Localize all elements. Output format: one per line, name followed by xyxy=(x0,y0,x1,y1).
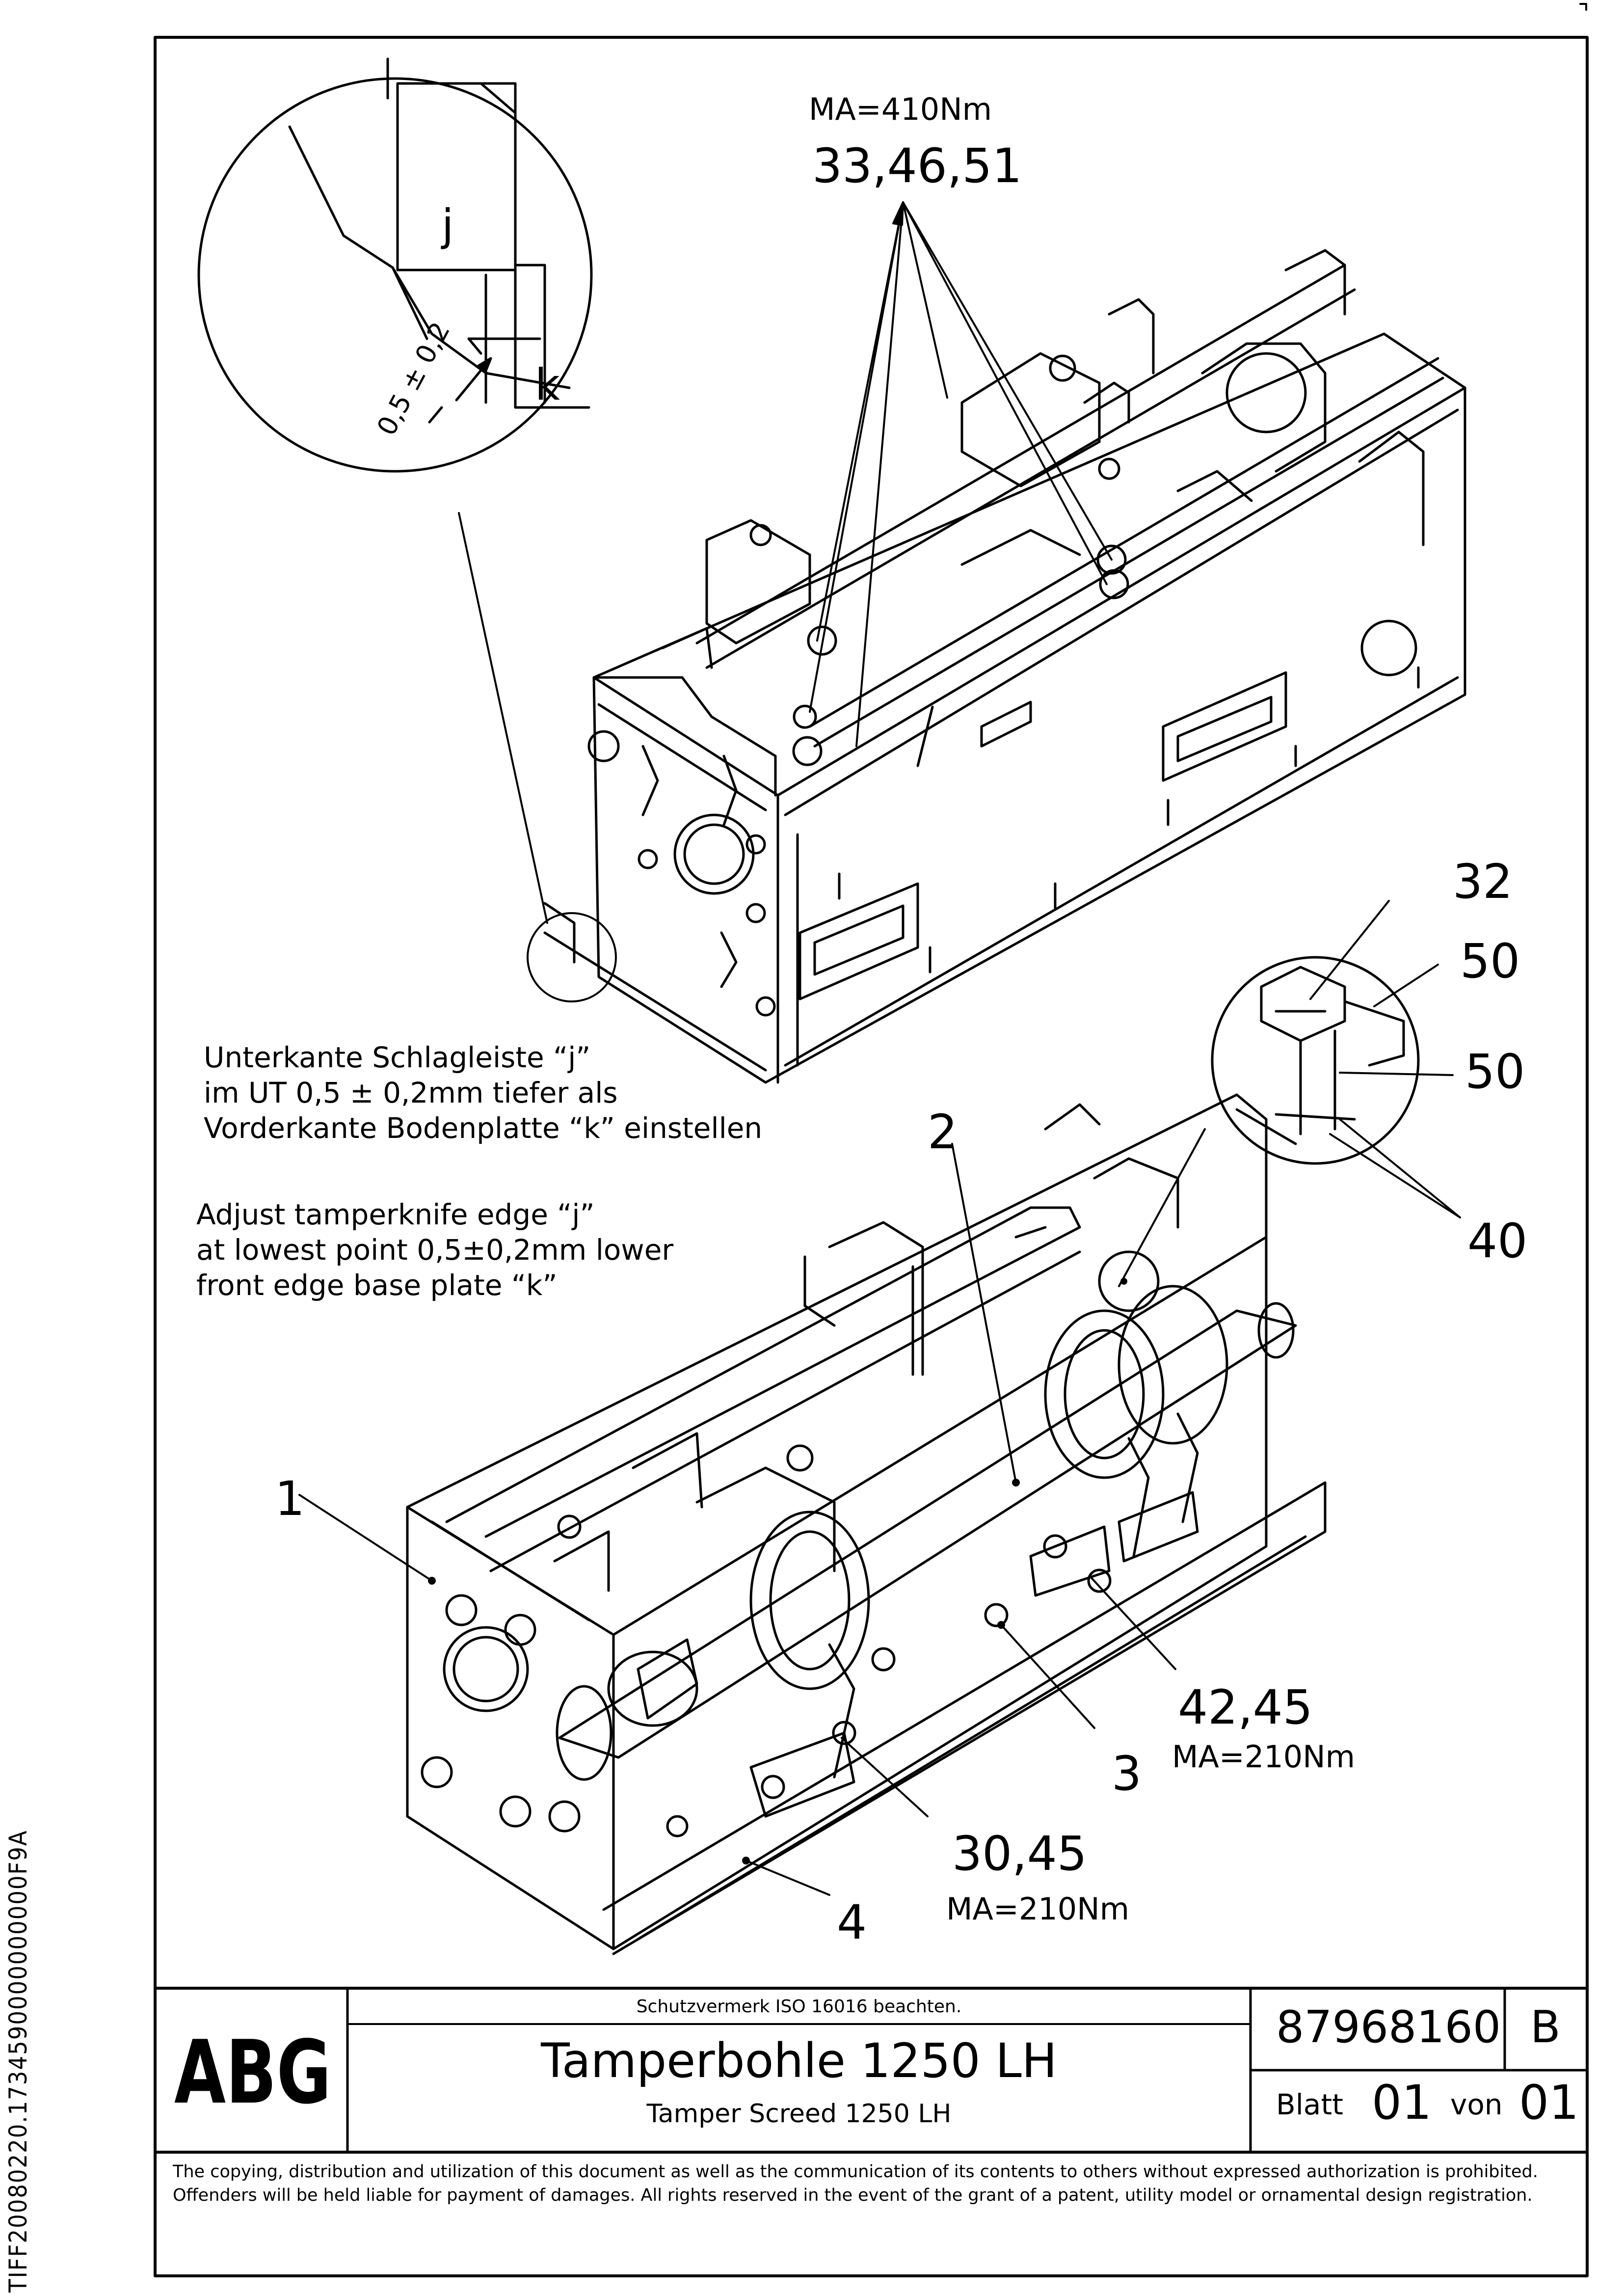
document-identifier: TIFF20080220.1734590000000000F9A xyxy=(4,1830,32,2293)
detail-view-hub-bolts xyxy=(1211,956,1420,1165)
detail-view-j-k xyxy=(197,57,593,473)
note-german-line-3: Vorderkante Bodenplatte “k” einstellen xyxy=(204,1111,763,1145)
tamper-assembly-top-view xyxy=(543,249,1466,1084)
note-english-line-1: Adjust tamperknife edge “j” xyxy=(196,1198,595,1231)
sheet-number: 01 xyxy=(1372,2075,1432,2130)
part-callout-30-45: 30,45 xyxy=(952,1826,1087,1881)
part-callout-33-46-51: 33,46,51 xyxy=(812,138,1022,193)
part-leader-lines xyxy=(298,900,1461,1896)
drawing-title-english: Tamper Screed 1250 LH xyxy=(646,2099,952,2129)
part-callout-1: 1 xyxy=(275,1471,305,1526)
abg-logo: ABG xyxy=(174,2022,331,2123)
svg-text:ABG: ABG xyxy=(174,2022,331,2123)
note-german-line-2: im UT 0,5 ± 0,2mm tiefer als xyxy=(204,1076,618,1109)
part-callout-50b: 50 xyxy=(1465,1044,1525,1099)
detail-label-k: k xyxy=(535,359,560,410)
drawing-frame xyxy=(154,36,1589,2277)
note-german-line-1: Unterkante Schlagleiste “j” xyxy=(204,1041,591,1074)
torque-spec-42-45: MA=210Nm xyxy=(1172,1739,1355,1775)
tamper-assembly-bottom-view xyxy=(406,1093,1327,1955)
total-sheets: 01 xyxy=(1519,2075,1579,2130)
part-callout-32: 32 xyxy=(1453,854,1513,909)
drawing-number: 87968160 xyxy=(1276,2001,1501,2053)
detail-label-j: j xyxy=(442,200,454,250)
sheet-label: Blatt xyxy=(1276,2088,1343,2121)
protection-note: Schutzvermerk ISO 16016 beachten. xyxy=(636,1997,962,2017)
part-callout-2: 2 xyxy=(928,1105,958,1160)
part-callout-3: 3 xyxy=(1112,1746,1142,1801)
note-english-line-2: at lowest point 0,5±0,2mm lower xyxy=(196,1233,674,1267)
torque-spec-30-45: MA=210Nm xyxy=(946,1891,1129,1927)
drawing-title-german: Tamperbohle 1250 LH xyxy=(541,2033,1057,2088)
revision-letter: B xyxy=(1530,2001,1561,2053)
copyright-notice: The copying, distribution and utilizatio… xyxy=(173,2162,1538,2205)
torque-spec-upper: MA=410Nm xyxy=(809,91,992,127)
part-callout-50a: 50 xyxy=(1460,934,1520,989)
leader-lines-33-46-51 xyxy=(809,201,1113,747)
part-callout-42-45: 42,45 xyxy=(1178,1680,1313,1735)
part-callout-4: 4 xyxy=(837,1895,867,1950)
part-callout-40: 40 xyxy=(1467,1214,1528,1269)
of-label: von xyxy=(1450,2088,1503,2121)
note-english-line-3: front edge base plate “k” xyxy=(196,1269,558,1302)
